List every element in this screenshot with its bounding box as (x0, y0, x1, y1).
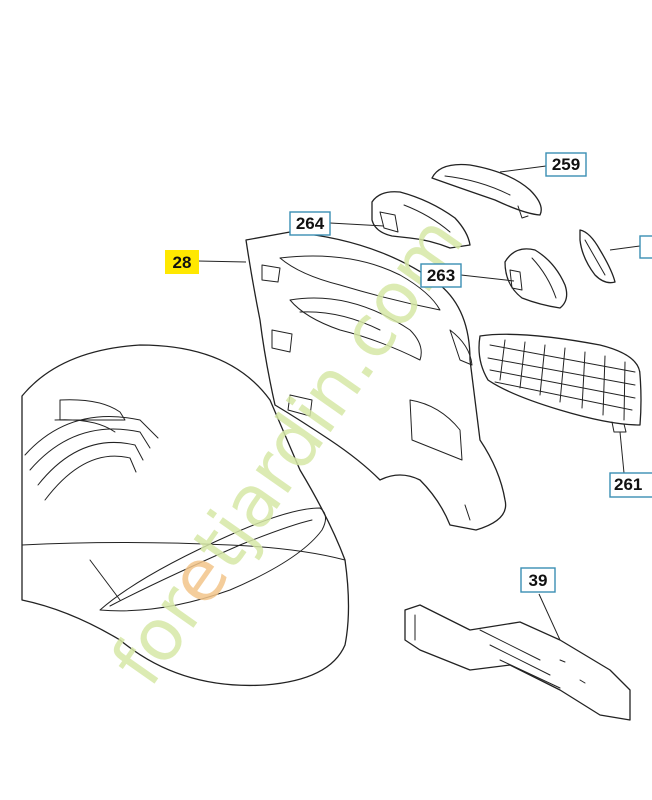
leader-259 (499, 165, 547, 173)
callout-263: 263 (420, 263, 462, 288)
part-264 (371, 191, 471, 249)
callout-39: 39 (520, 567, 556, 593)
leader-263 (460, 274, 515, 282)
hood-body (21, 344, 350, 687)
leader-small-clip (609, 245, 641, 251)
callout-264: 264 (289, 211, 331, 236)
svg-text:264: 264 (296, 214, 325, 233)
callout-261-partial: 261 (609, 472, 652, 498)
callout-259: 259 (545, 152, 587, 177)
leader-39 (538, 593, 561, 641)
frame-bracket-part-39 (404, 604, 631, 721)
callout-edge-partial (639, 235, 652, 259)
part-259 (431, 163, 542, 219)
part-263 (504, 248, 568, 309)
grille-part-261 (478, 333, 642, 433)
hood-vent-slats (24, 399, 159, 501)
front-panel-part-28 (245, 231, 507, 531)
svg-text:259: 259 (552, 155, 580, 174)
svg-text:39: 39 (529, 571, 548, 590)
svg-text:261: 261 (614, 475, 642, 494)
leader-261 (619, 431, 625, 474)
small-clip-part (579, 229, 616, 284)
svg-text:28: 28 (173, 253, 192, 272)
svg-text:263: 263 (427, 266, 455, 285)
leader-28 (197, 260, 247, 263)
leader-264 (329, 222, 385, 227)
callout-28: 28 (165, 250, 199, 274)
